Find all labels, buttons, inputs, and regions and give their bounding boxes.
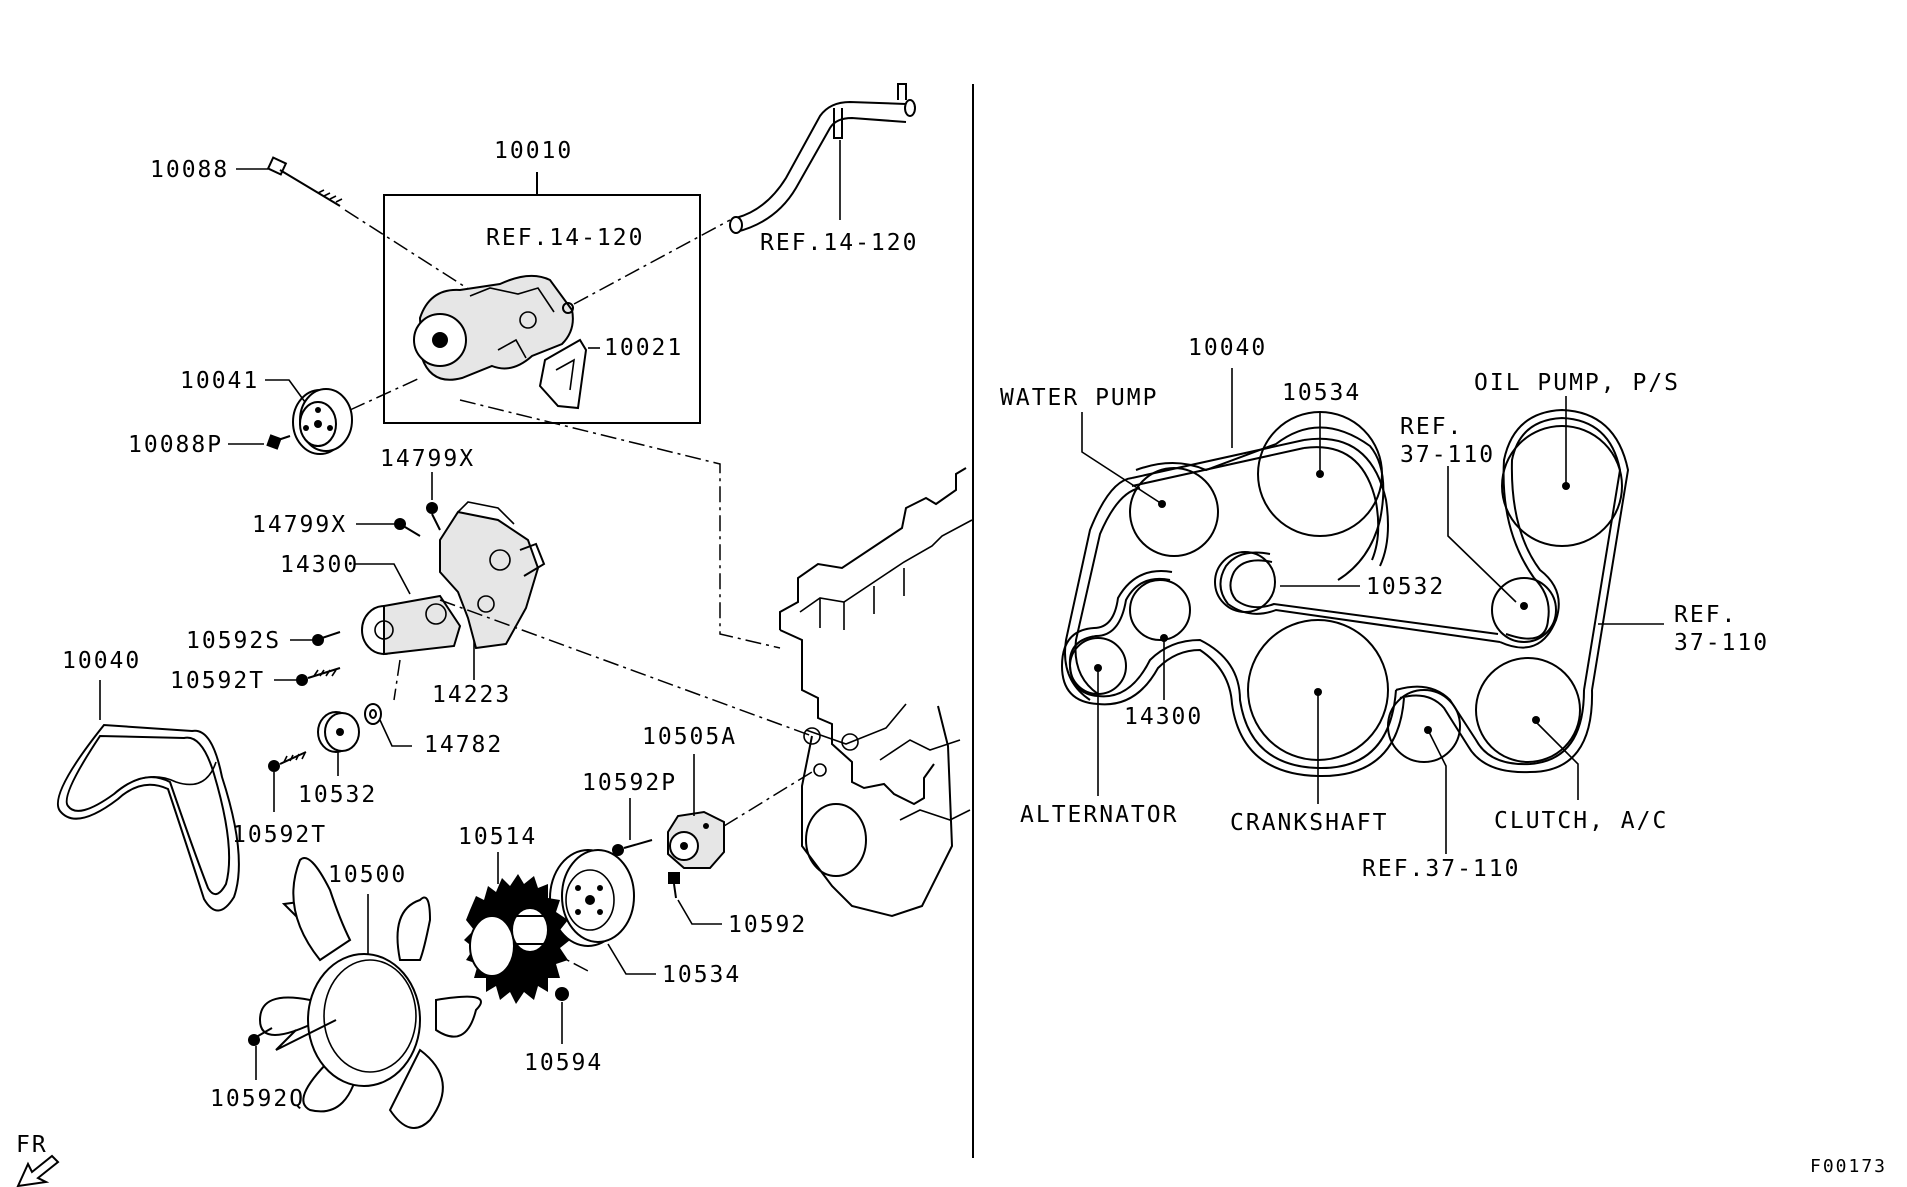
- idler-10505A[interactable]: [667, 810, 725, 869]
- label-10592T-a[interactable]: 10592T: [170, 668, 265, 694]
- bolt-14799X-a[interactable]: [426, 502, 441, 531]
- label-ref-37-110-top-2[interactable]: 37-110: [1400, 442, 1495, 468]
- label-fr: FR: [16, 1132, 48, 1158]
- label-10041[interactable]: 10041: [180, 368, 259, 394]
- label-belt-10040[interactable]: 10040: [1188, 335, 1267, 361]
- o-ring[interactable]: [562, 302, 574, 314]
- fan-10500[interactable]: [258, 857, 482, 1129]
- label-10500[interactable]: 10500: [328, 862, 407, 888]
- pulley-clutch-ac[interactable]: [1475, 657, 1581, 763]
- label-ref-14-120-b[interactable]: REF.14-120: [760, 230, 918, 256]
- belt-10040[interactable]: [56, 723, 240, 912]
- bolt-14799X-b[interactable]: [394, 518, 421, 537]
- pulley-oil-pump[interactable]: [1501, 425, 1623, 547]
- gasket-10021[interactable]: [538, 338, 588, 410]
- label-ref-37-110-bottom[interactable]: REF.37-110: [1362, 856, 1520, 882]
- water-pump-assembly[interactable]: [413, 274, 574, 381]
- label-10088P[interactable]: 10088P: [128, 432, 223, 458]
- bolt-10592T-a[interactable]: [296, 667, 341, 686]
- label-14799X-b[interactable]: 14799X: [252, 512, 347, 538]
- exploded-view: 10010 10088 10021 REF.14-120: [16, 83, 973, 1187]
- bolt-10088P[interactable]: [266, 434, 291, 450]
- label-10505A[interactable]: 10505A: [642, 724, 737, 750]
- bolt-10088[interactable]: [266, 156, 343, 207]
- pulley-water-pump[interactable]: [1129, 467, 1219, 557]
- engine-block: [779, 467, 973, 918]
- label-10592P[interactable]: 10592P: [582, 770, 677, 796]
- label-14782[interactable]: 14782: [424, 732, 503, 758]
- label-ref-37-110-top-1[interactable]: REF.: [1400, 414, 1463, 440]
- label-14300[interactable]: 14300: [280, 552, 359, 578]
- label-ref-14-120-a[interactable]: REF.14-120: [486, 225, 644, 251]
- label-10040[interactable]: 10040: [62, 648, 141, 674]
- bracket-14223[interactable]: [439, 501, 546, 650]
- label-10592T-b[interactable]: 10592T: [232, 822, 327, 848]
- label-oil-pump[interactable]: OIL PUMP, P/S: [1474, 370, 1680, 396]
- label-10088[interactable]: 10088: [150, 157, 229, 183]
- bolt-10592T-b[interactable]: [268, 751, 307, 772]
- label-10534[interactable]: 10534: [662, 962, 741, 988]
- idler-10532[interactable]: [317, 711, 360, 753]
- label-10532-routing[interactable]: 10532: [1366, 574, 1445, 600]
- front-arrow-icon: [16, 1154, 60, 1187]
- bolt-10592[interactable]: [668, 872, 680, 899]
- bolt-10592P[interactable]: [612, 839, 653, 856]
- label-alternator[interactable]: ALTERNATOR: [1020, 802, 1178, 828]
- bolt-10592Q[interactable]: [248, 1027, 273, 1046]
- pulley-10534[interactable]: [549, 849, 635, 947]
- figure-code: F00173: [1810, 1156, 1887, 1177]
- water-pipe[interactable]: [729, 83, 916, 234]
- label-10010[interactable]: 10010: [494, 138, 573, 164]
- belt-routing-diagram: 10040 WATER PUMP 10534 REF. 37-110 OIL P…: [1000, 335, 1769, 882]
- label-14300-routing[interactable]: 14300: [1124, 704, 1203, 730]
- label-14223[interactable]: 14223: [432, 682, 511, 708]
- washer-14782[interactable]: [364, 703, 382, 725]
- label-10534-routing[interactable]: 10534: [1282, 380, 1361, 406]
- routing-belt[interactable]: [1131, 439, 1305, 487]
- bolt-10592S[interactable]: [312, 631, 341, 646]
- label-10514[interactable]: 10514: [458, 824, 537, 850]
- pulley-10041[interactable]: [292, 388, 353, 455]
- label-10592[interactable]: 10592: [728, 912, 807, 938]
- label-water-pump[interactable]: WATER PUMP: [1000, 385, 1158, 411]
- nut-10594[interactable]: [555, 987, 569, 1001]
- label-10592S[interactable]: 10592S: [186, 628, 281, 654]
- label-10532[interactable]: 10532: [298, 782, 377, 808]
- tensioner-14300[interactable]: [361, 594, 462, 656]
- assembly-10010-box: [383, 194, 701, 424]
- label-10592Q[interactable]: 10592Q: [210, 1086, 305, 1112]
- label-ref-37-110-right-1[interactable]: REF.: [1674, 602, 1737, 628]
- label-14799X-a[interactable]: 14799X: [380, 446, 475, 472]
- label-10594[interactable]: 10594: [524, 1050, 603, 1076]
- fan-clutch-10514[interactable]: [464, 874, 570, 1004]
- pulley-ref-top[interactable]: [1491, 577, 1557, 643]
- label-crankshaft[interactable]: CRANKSHAFT: [1230, 810, 1388, 836]
- label-10021[interactable]: 10021: [604, 335, 683, 361]
- label-clutch-ac[interactable]: CLUTCH, A/C: [1494, 808, 1668, 834]
- front-direction-indicator: FR: [16, 1132, 60, 1187]
- pulley-tensioner-14300[interactable]: [1129, 579, 1191, 641]
- label-ref-37-110-right-2[interactable]: 37-110: [1674, 630, 1769, 656]
